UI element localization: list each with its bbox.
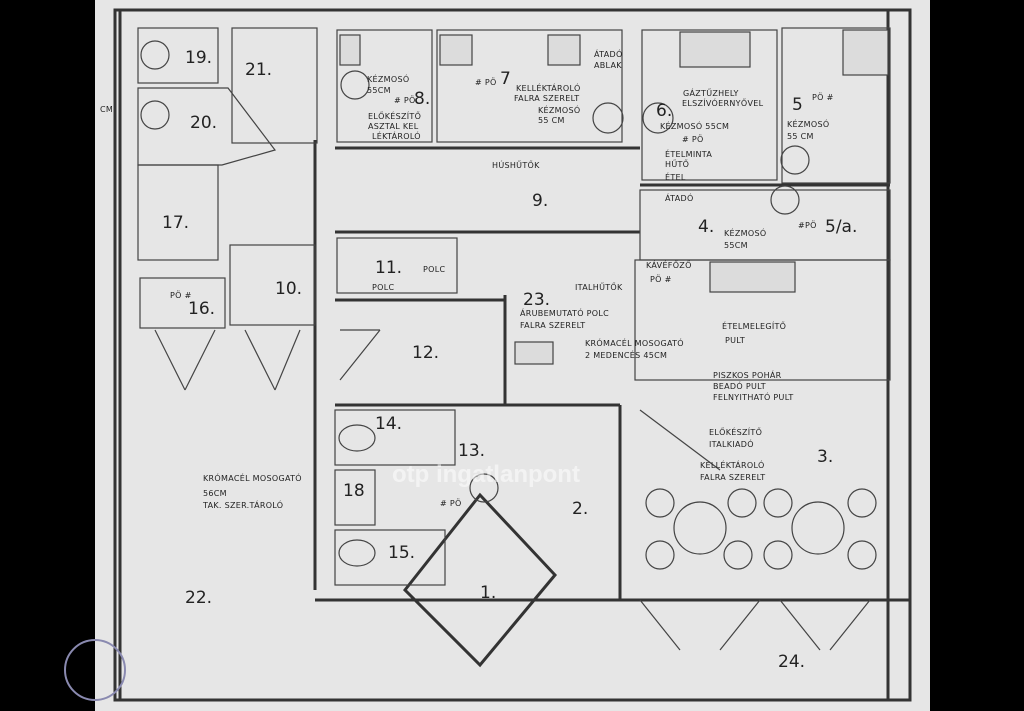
label: 56CM xyxy=(203,489,227,498)
room-12: 12. xyxy=(412,343,439,363)
room-2: 2. xyxy=(572,499,588,519)
label: GÁZTŰZHELY xyxy=(683,87,739,98)
label: 2 MEDENCÉS 45CM xyxy=(585,349,667,360)
label: # PÖ xyxy=(682,134,704,144)
label: KELLÉKTÁROLÓ xyxy=(516,82,581,93)
room-10: 10. xyxy=(275,279,302,299)
label: HÚSHŰTŐK xyxy=(492,159,540,170)
label: PULT xyxy=(725,336,745,345)
room-20: 20. xyxy=(190,113,217,133)
label: KELLÉKTÁROLÓ xyxy=(700,459,765,470)
label: ITALHŰTŐK xyxy=(575,282,623,292)
label: ELSZÍVÓERNYŐVEL xyxy=(682,97,764,108)
room-8: 8. xyxy=(414,89,430,109)
room-19: 19. xyxy=(185,48,212,68)
label: ASZTAL KEL xyxy=(368,122,419,131)
label: HŰTŐ xyxy=(665,159,689,169)
room-13: 13. xyxy=(458,441,485,461)
label: PÖ # xyxy=(650,274,672,284)
label: KÉZMOSÓ xyxy=(538,104,580,115)
watermark: otp ingatlanpont xyxy=(392,461,580,488)
room-5a: 5/a. xyxy=(825,217,857,237)
room-outlines xyxy=(137,27,891,586)
label: KRÓMACÉL MOSOGATÓ xyxy=(585,337,684,348)
label: ELŐKÉSZÍTŐ xyxy=(709,426,762,437)
room-16: 16. xyxy=(188,299,215,319)
room-numbers: 1. 2. 3. 4. 5 5/a. 6. 7 8. 9. 10. 11. 12… xyxy=(162,48,857,672)
paper xyxy=(95,0,930,711)
label: POLC xyxy=(423,265,445,274)
label: KÉZMOSÓ xyxy=(367,73,409,84)
label: 55 CM xyxy=(787,132,814,141)
room-23: 23. xyxy=(523,290,550,310)
room-1: 1. xyxy=(480,583,496,603)
label: BEADÓ PULT xyxy=(713,380,766,391)
label: ÁTADÓ xyxy=(594,48,623,59)
label: PISZKOS POHÁR xyxy=(713,369,782,380)
label: FALRA SZERELT xyxy=(520,321,585,330)
label: # PÖ xyxy=(394,95,416,105)
label: ÁTADÓ xyxy=(665,192,694,203)
label: # PÖ xyxy=(475,77,497,87)
label: 55 CM xyxy=(538,116,565,125)
label: 55CM xyxy=(724,241,748,250)
label: ITALKIADÓ xyxy=(709,438,754,449)
label: FALRA SZERELT xyxy=(700,473,765,482)
label: PÖ # xyxy=(170,290,192,300)
room-5: 5 xyxy=(792,95,803,115)
label: LÉKTÁROLÓ xyxy=(372,130,421,141)
label: ÉTELMELEGÍTŐ xyxy=(722,320,786,331)
label: TAK. SZER.TÁROLÓ xyxy=(202,499,283,510)
room-14: 14. xyxy=(375,414,402,434)
annotations: CM KÉZMOSÓ 55CM # PÖ ELŐKÉSZÍTŐ ASZTAL K… xyxy=(100,48,834,510)
door-swings xyxy=(154,329,871,651)
room-18: 18 xyxy=(343,481,365,501)
room-3: 3. xyxy=(817,447,833,467)
room-17: 17. xyxy=(162,213,189,233)
room-21: 21. xyxy=(245,60,272,80)
label: FALRA SZERELT xyxy=(514,94,579,103)
label: KÉZMOSÓ xyxy=(787,118,829,129)
label: POLC xyxy=(372,283,394,292)
room-22: 22. xyxy=(185,588,212,608)
label: # PÖ xyxy=(440,498,462,508)
room-11: 11. xyxy=(375,258,402,278)
stamp xyxy=(64,639,126,701)
label: CM xyxy=(100,105,113,114)
fixtures xyxy=(140,29,889,567)
label: ÉTELMINTA xyxy=(665,148,712,159)
label: #PÖ xyxy=(798,220,817,230)
room-24: 24. xyxy=(778,652,805,672)
room-4: 4. xyxy=(698,217,714,237)
room-9: 9. xyxy=(532,191,548,211)
label: KRÓMACÉL MOSOGATÓ xyxy=(203,472,302,483)
label: KÁVÉFŐZŐ xyxy=(646,259,692,270)
label: ABLAK xyxy=(594,61,622,70)
label: KÉZMOSÓ xyxy=(724,227,766,238)
label: ÁRUBEMUTATÓ POLC xyxy=(520,307,609,318)
label: FELNYITHATÓ PULT xyxy=(713,391,794,402)
label: PÖ # xyxy=(812,92,834,102)
label: ÉTEL xyxy=(665,171,686,182)
label: 55CM xyxy=(367,86,391,95)
room-7: 7 xyxy=(500,69,511,89)
label: KÉZMOSÓ 55CM xyxy=(660,120,729,131)
room-6: 6. xyxy=(656,101,672,121)
dining-tables xyxy=(645,488,877,570)
label: ELŐKÉSZÍTŐ xyxy=(368,110,421,121)
walls xyxy=(113,8,912,702)
room-15: 15. xyxy=(388,543,415,563)
